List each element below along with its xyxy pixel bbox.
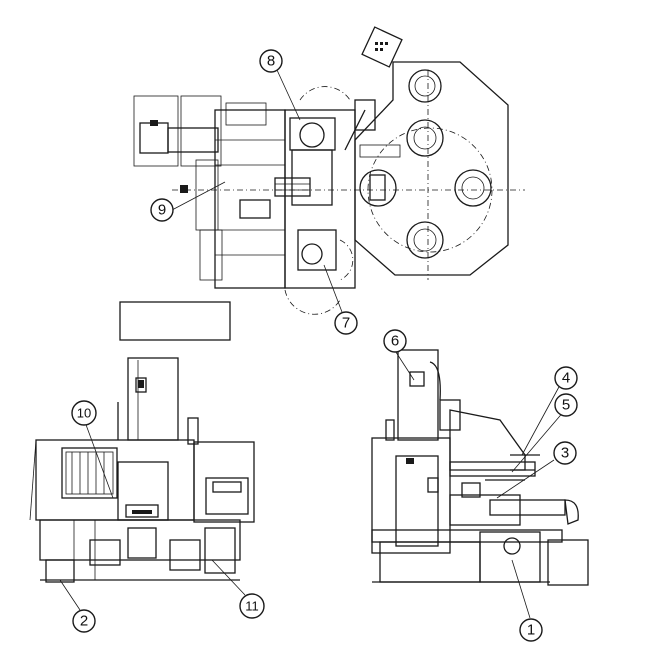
- callout-9-label: 9: [158, 202, 166, 219]
- callout-9: 9: [150, 198, 174, 222]
- callout-6: 6: [383, 329, 407, 353]
- callout-3-label: 3: [561, 445, 569, 462]
- callout-5-label: 5: [562, 397, 570, 414]
- callout-2-label: 2: [80, 613, 88, 630]
- callout-10-label: 10: [77, 406, 91, 421]
- callout-7: 7: [334, 311, 358, 335]
- callout-2: 2: [72, 609, 96, 633]
- callout-11: 11: [239, 593, 265, 619]
- callout-1-label: 1: [527, 622, 535, 639]
- callout-5: 5: [554, 393, 578, 417]
- callout-4-label: 4: [562, 370, 570, 387]
- callout-8: 8: [259, 49, 283, 73]
- callout-11-label: 11: [245, 599, 259, 614]
- callout-3: 3: [553, 441, 577, 465]
- top-view: [133, 26, 525, 315]
- leader-lines: [59, 69, 566, 619]
- callout-4: 4: [554, 366, 578, 390]
- front-view: [29, 357, 255, 583]
- callout-8-label: 8: [267, 53, 275, 70]
- title-box: [119, 301, 231, 341]
- callout-10: 10: [71, 400, 97, 426]
- callout-6-label: 6: [391, 333, 399, 350]
- callout-7-label: 7: [342, 315, 350, 332]
- callout-1: 1: [519, 618, 543, 642]
- side-view: [371, 349, 589, 586]
